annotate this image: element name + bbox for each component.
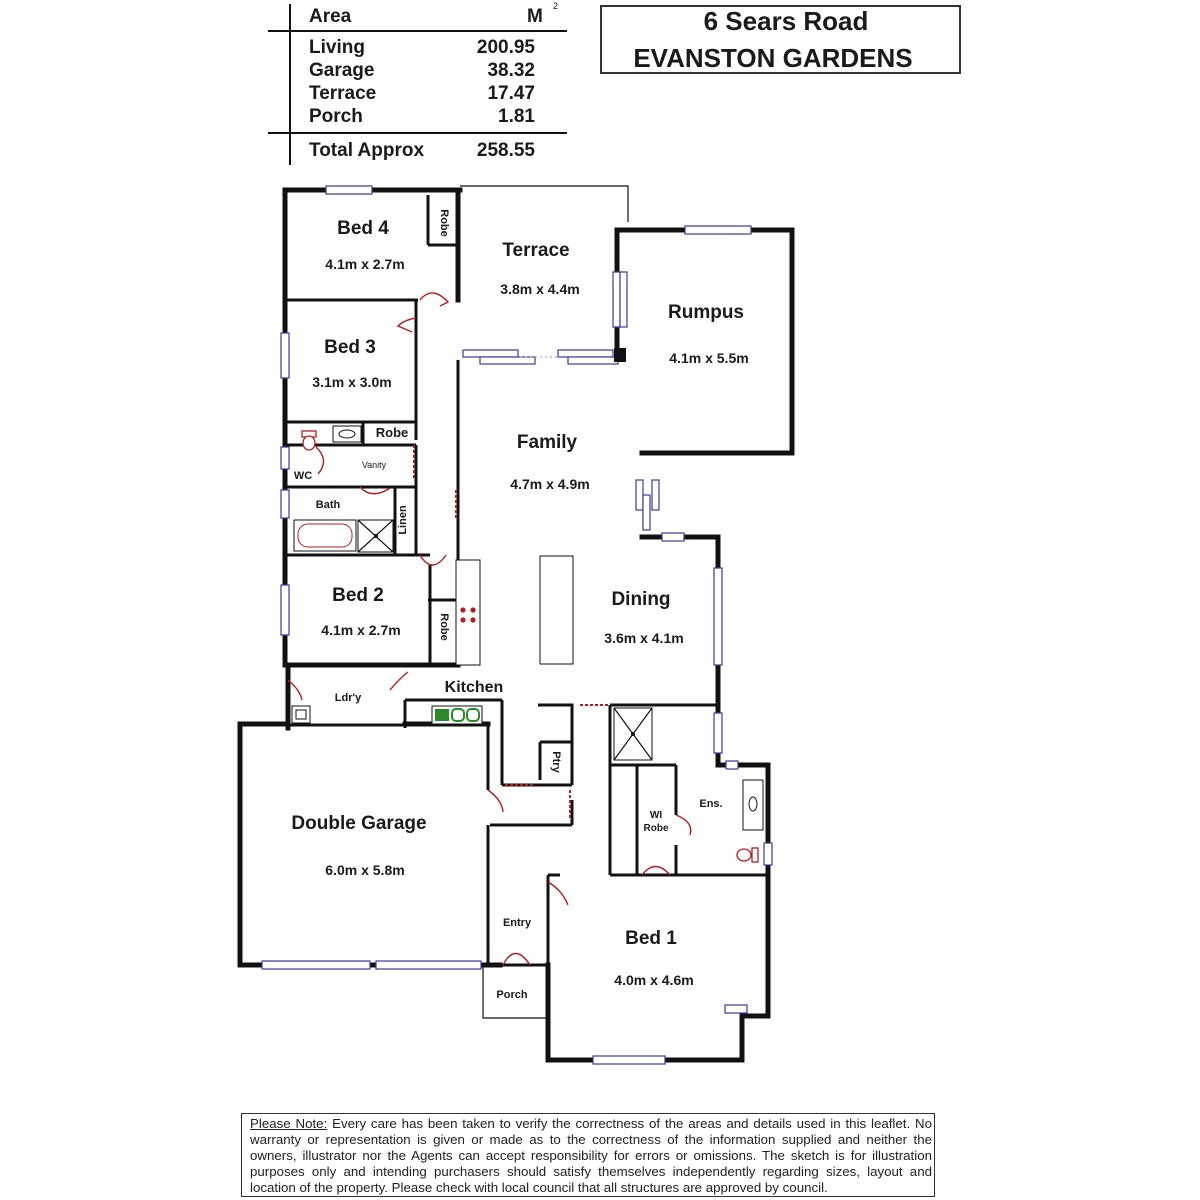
window — [280, 332, 290, 379]
room-name-rumpus: Rumpus — [668, 302, 744, 323]
pantry-label: Ptry — [550, 751, 562, 773]
robe-label: Robe — [438, 613, 450, 641]
room-dims-bed1: 4.0m x 4.6m — [614, 972, 693, 988]
basin-icon — [742, 779, 764, 831]
bathtub-icon — [293, 519, 357, 552]
address-suburb: EVANSTON GARDENS — [633, 43, 912, 73]
ensuite-label: Ens. — [699, 798, 722, 810]
disclaimer-text: Every care has been taken to verify the … — [250, 1116, 933, 1195]
cooktop-icon — [455, 559, 481, 666]
window — [713, 712, 723, 754]
room-dims-bed4: 4.1m x 2.7m — [325, 256, 404, 272]
window — [725, 760, 739, 770]
shower-icon — [357, 519, 394, 553]
window — [713, 567, 723, 666]
area-row-value: 1.81 — [498, 106, 535, 127]
address-street: 6 Sears Road — [704, 6, 869, 36]
robe-label: Robe — [376, 425, 409, 440]
area-row-label: Porch — [309, 106, 363, 127]
window — [280, 446, 290, 470]
interior-walls — [285, 195, 768, 967]
area-table: Area M 2 Living 200.95 Garage 38.32 Terr… — [268, 1, 567, 165]
windows — [261, 185, 773, 1065]
area-row-label: Garage — [309, 60, 374, 81]
wi-robe-label-line2: Robe — [644, 823, 669, 834]
window — [280, 584, 290, 636]
area-row-value: 200.95 — [477, 37, 536, 58]
room-name-bed1: Bed 1 — [625, 928, 677, 949]
toilet-icon — [736, 847, 759, 863]
island-bench — [539, 555, 574, 665]
laundry-label: Ldr'y — [335, 692, 362, 704]
window — [325, 185, 373, 195]
room-name-terrace: Terrace — [502, 240, 569, 261]
garage-door — [375, 960, 482, 970]
doors — [287, 292, 692, 966]
floor-plan: Area M 2 Living 200.95 Garage 38.32 Terr… — [237, 1, 961, 1065]
sliding-doors — [462, 271, 660, 531]
garage-door — [261, 960, 371, 970]
fixtures — [291, 425, 764, 863]
laundry-trough-icon — [291, 705, 311, 724]
address-box: 6 Sears Road EVANSTON GARDENS — [600, 5, 961, 74]
area-row-value: 17.47 — [487, 83, 535, 104]
room-labels: Bed 4 4.1m x 2.7m Bed 3 3.1m x 3.0m Bed … — [291, 209, 748, 1001]
area-table-header: Area — [309, 6, 352, 27]
entry-label: Entry — [503, 917, 532, 929]
robe-label: Robe — [438, 209, 450, 237]
disclaimer-lead: Please Note: — [250, 1116, 328, 1131]
basin-icon — [332, 425, 362, 443]
room-dims-dining: 3.6m x 4.1m — [604, 630, 683, 646]
room-dims-bed2: 4.1m x 2.7m — [321, 622, 400, 638]
area-row-label: Living — [309, 37, 365, 58]
porch-label: Porch — [496, 989, 527, 1001]
toilet-icon — [301, 430, 317, 451]
room-name-bed2: Bed 2 — [332, 585, 384, 606]
room-name-family: Family — [517, 432, 578, 453]
disclaimer-note: Please Note: Every care has been taken t… — [241, 1113, 935, 1197]
vanity-label: Vanity — [362, 460, 387, 470]
room-dims-garage: 6.0m x 5.8m — [325, 862, 404, 878]
area-total-value: 258.55 — [477, 140, 536, 161]
window — [592, 1055, 666, 1065]
room-dims-family: 4.7m x 4.9m — [510, 476, 589, 492]
bath-label: Bath — [316, 499, 341, 511]
wi-robe-label-line1: WI — [650, 810, 662, 821]
room-dims-rumpus: 4.1m x 5.5m — [669, 350, 748, 366]
kitchen-sink-icon — [431, 705, 483, 725]
shower-icon — [613, 707, 653, 761]
window — [684, 225, 752, 235]
area-table-unit: M — [527, 6, 543, 27]
room-dims-terrace: 3.8m x 4.4m — [500, 281, 579, 297]
window — [280, 489, 290, 519]
room-dims-bed3: 3.1m x 3.0m — [312, 374, 391, 390]
room-name-kitchen: Kitchen — [445, 679, 504, 696]
window — [724, 1004, 748, 1014]
area-total-label: Total Approx — [309, 140, 424, 161]
area-row-value: 38.32 — [487, 60, 535, 81]
linen-label: Linen — [397, 505, 409, 535]
room-name-bed4: Bed 4 — [337, 218, 389, 239]
area-table-unit-sup: 2 — [553, 1, 558, 11]
room-name-bed3: Bed 3 — [324, 337, 376, 358]
room-name-dining: Dining — [611, 589, 670, 610]
window — [661, 532, 685, 542]
window — [763, 842, 773, 866]
area-row-label: Terrace — [309, 83, 376, 104]
wc-label: WC — [294, 470, 312, 482]
room-name-garage: Double Garage — [291, 813, 426, 834]
